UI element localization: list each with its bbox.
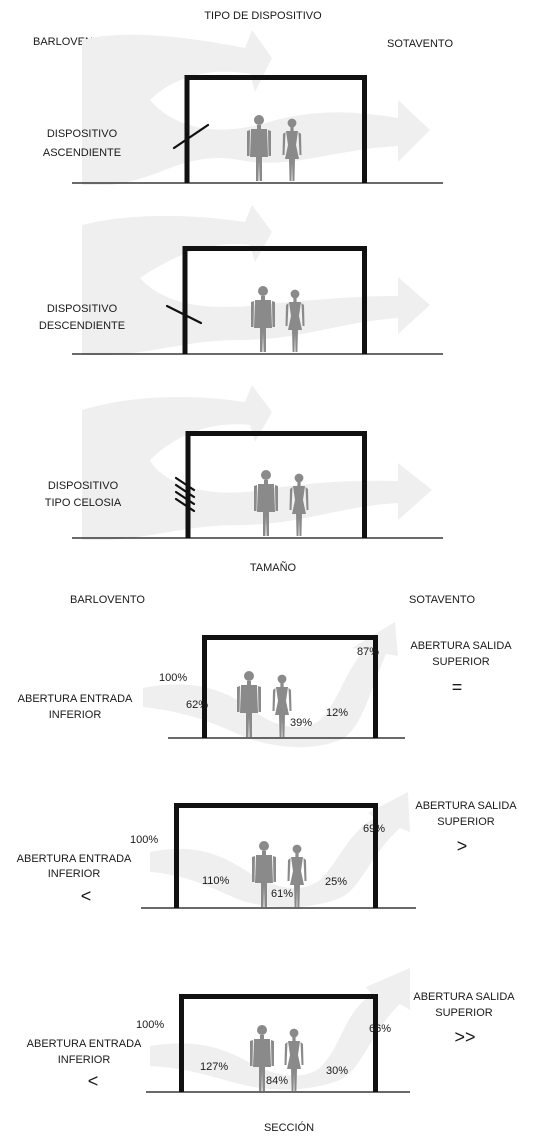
descending-louver bbox=[165, 304, 203, 325]
building-section bbox=[174, 803, 378, 908]
inlet-size-symbol: < bbox=[88, 1071, 99, 1091]
device-case-ascending: DISPOSITIVO ASCENDIENTE bbox=[43, 30, 443, 185]
pct-inside-left: 110% bbox=[202, 875, 230, 887]
airflow-arrow bbox=[143, 622, 398, 748]
footer-section-label: SECCIÓN bbox=[264, 1121, 314, 1134]
outlet-label-line2: SUPERIOR bbox=[432, 656, 490, 668]
pct-inlet: 100% bbox=[159, 672, 187, 684]
pct-outlet: 66% bbox=[369, 1023, 391, 1035]
inlet-label-line1: ABERTURA ENTRADA bbox=[17, 853, 132, 865]
leeward-label: SOTAVENTO bbox=[387, 38, 453, 50]
building-section bbox=[179, 994, 378, 1092]
airflow-arrow bbox=[150, 968, 410, 1090]
outlet-label-line2: SUPERIOR bbox=[435, 1007, 493, 1019]
inlet-label-line1: ABERTURA ENTRADA bbox=[18, 693, 133, 705]
outlet-label-line1: ABERTURA SALIDA bbox=[413, 991, 515, 1003]
size-case-2: 100% 110% 61% 25% 69% ABERTURA ENTRADA I… bbox=[17, 792, 517, 909]
pct-inside-center: 39% bbox=[290, 717, 312, 729]
ascending-louver bbox=[172, 123, 210, 150]
pct-inlet: 100% bbox=[136, 1019, 164, 1031]
pct-inside-center: 61% bbox=[271, 888, 293, 900]
windward-label: BARLOVENTO bbox=[70, 594, 145, 606]
device-case-descending: DISPOSITIVO DESCENDIENTE bbox=[39, 205, 443, 355]
outlet-label-line1: ABERTURA SALIDA bbox=[415, 800, 517, 812]
airflow-arrow bbox=[82, 205, 430, 355]
pct-inlet: 100% bbox=[130, 834, 158, 846]
section-device-title: TIPO DE DISPOSITIVO bbox=[204, 10, 322, 22]
lattice-louvers bbox=[174, 476, 196, 513]
pct-inside-left: 127% bbox=[200, 1061, 228, 1073]
airflow-arrow bbox=[82, 30, 430, 185]
device-case-lattice: DISPOSITIVO TIPO CELOSIA bbox=[45, 385, 443, 540]
size-case-1: 100% 62% 39% 12% 87% ABERTURA ENTRADA IN… bbox=[18, 622, 512, 748]
leeward-label: SOTAVENTO bbox=[409, 594, 475, 606]
person-man bbox=[251, 286, 275, 352]
pct-inside-right: 25% bbox=[325, 876, 347, 888]
device-label-line2: DESCENDIENTE bbox=[39, 320, 125, 332]
device-label-line2: TIPO CELOSIA bbox=[45, 497, 122, 509]
building-section bbox=[202, 635, 378, 738]
outlet-label-line1: ABERTURA SALIDA bbox=[410, 640, 512, 652]
person-man bbox=[254, 470, 278, 536]
pct-inside-center: 84% bbox=[266, 1075, 288, 1087]
pct-outlet: 69% bbox=[363, 823, 385, 835]
section-size-title: TAMAÑO bbox=[250, 561, 297, 574]
pct-inside-left: 62% bbox=[186, 699, 208, 711]
outlet-label-line2: SUPERIOR bbox=[437, 816, 495, 828]
inlet-label-line2: INFERIOR bbox=[49, 709, 102, 721]
pct-outlet: 87% bbox=[357, 646, 379, 658]
device-label-line2: ASCENDIENTE bbox=[43, 147, 121, 159]
device-label-line1: DISPOSITIVO bbox=[48, 480, 119, 492]
pct-inside-right: 12% bbox=[326, 707, 348, 719]
building-section bbox=[184, 75, 367, 183]
outlet-size-symbol: > bbox=[457, 836, 468, 856]
airflow-arrow bbox=[82, 385, 432, 540]
outlet-size-symbol: >> bbox=[454, 1027, 475, 1047]
device-label-line1: DISPOSITIVO bbox=[47, 303, 118, 315]
inlet-label-line2: INFERIOR bbox=[48, 868, 101, 880]
device-label-line1: DISPOSITIVO bbox=[47, 128, 118, 140]
size-case-3: 100% 127% 84% 30% 66% ABERTURA ENTRADA I… bbox=[27, 968, 515, 1093]
building-section bbox=[182, 246, 367, 354]
inlet-label-line2: INFERIOR bbox=[58, 1054, 111, 1066]
airflow-arrow bbox=[150, 792, 410, 908]
pct-inside-right: 30% bbox=[326, 1065, 348, 1077]
outlet-size-symbol: = bbox=[452, 677, 463, 697]
inlet-label-line1: ABERTURA ENTRADA bbox=[27, 1038, 142, 1050]
inlet-size-symbol: < bbox=[81, 886, 92, 906]
